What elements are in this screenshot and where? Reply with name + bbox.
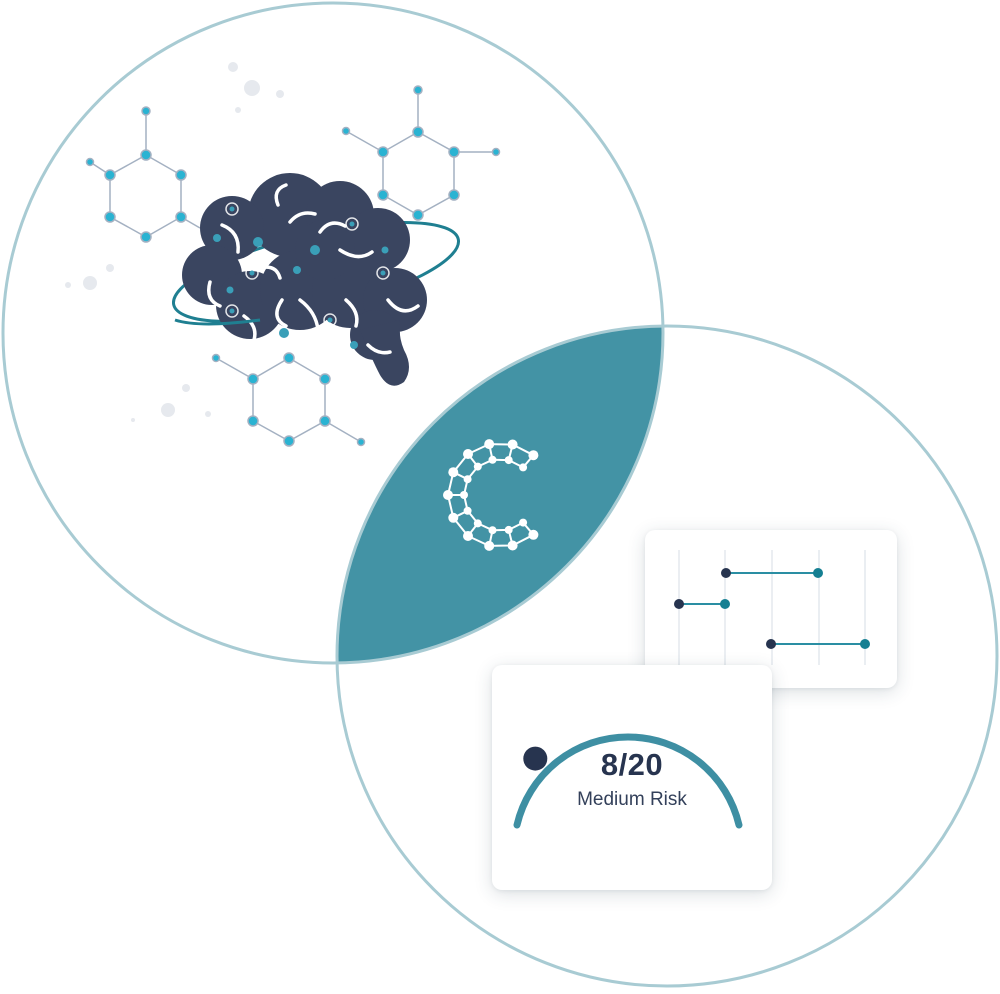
logo-atom <box>443 490 453 500</box>
logo-atom <box>507 540 518 551</box>
logo-atom <box>519 518 528 527</box>
logo-atom <box>504 456 513 465</box>
logo-atom <box>488 455 497 464</box>
logo-atom <box>473 462 482 471</box>
molecule-top-right <box>341 85 501 221</box>
brain-icon <box>171 173 461 386</box>
logo-atom <box>460 491 468 499</box>
logo-atom <box>519 463 528 472</box>
logo-atom <box>448 512 459 523</box>
left-circle <box>1 1 665 665</box>
logo-atom <box>528 529 539 540</box>
logo-atom <box>473 519 482 528</box>
gauge-indicator <box>523 746 548 771</box>
logo-atom <box>463 449 473 459</box>
decor-dots <box>65 62 284 422</box>
molecule-icon <box>85 85 501 447</box>
risk-score: 8/20 <box>600 747 664 782</box>
logo-atom <box>484 540 495 551</box>
c-molecule-logo-icon <box>443 439 539 551</box>
logo-atom <box>484 439 495 450</box>
gauge-icon <box>513 733 743 829</box>
logo-bonds <box>447 443 535 547</box>
logo-atom <box>504 525 513 534</box>
logo-atom <box>507 439 518 450</box>
overlap-lens <box>337 326 663 663</box>
logo-atom <box>448 467 459 478</box>
molecule-bottom <box>211 352 366 447</box>
molecule-top-left <box>85 106 201 243</box>
timeline-card <box>645 530 897 688</box>
right-circle <box>335 324 999 988</box>
logo-atom <box>528 450 539 461</box>
logo-atom <box>463 531 473 541</box>
logo-atom <box>463 506 472 515</box>
logo-atom <box>463 475 472 484</box>
logo-atom <box>488 526 497 535</box>
risk-level-label: Medium Risk <box>577 789 687 810</box>
timeline-icon <box>674 550 870 665</box>
risk-score-card: 8/20 Medium Risk <box>492 665 772 890</box>
brain-nodes <box>213 202 390 349</box>
